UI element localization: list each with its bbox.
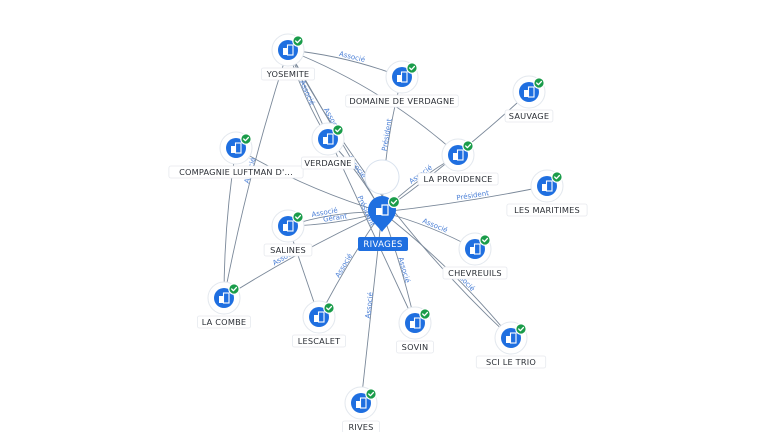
edge-yosemite-sovin [287,49,416,324]
node-label-box [263,243,313,257]
verified-check-icon [551,171,563,183]
building-icon [524,86,535,98]
verified-check-icon [365,388,377,400]
node-label-box [300,156,355,170]
center-label: RIVAGES [363,240,402,250]
building-icon [314,311,325,323]
node-label-box [396,340,434,354]
edge-label: Gérant [323,212,348,224]
node-label: DOMAINE DE VERDAGNE [349,96,454,106]
node-label-box [345,94,459,108]
node-label-box [291,334,346,348]
edge-rivages-sovin [381,211,416,324]
building-icon [219,292,230,304]
node-label: SALINES [270,245,306,255]
node-label: YOSEMITE [266,69,310,79]
node-lescalet[interactable]: LESCALET [291,300,346,348]
node-label: COMPAGNIE LUFTMAN D'... [179,167,293,177]
center-label-box[interactable] [358,237,408,251]
node-rives[interactable]: RIVES [342,386,380,432]
edge-label: Associé [396,256,411,284]
center-node[interactable]: RIVAGES [358,159,408,251]
edge-rivages-rives [360,211,383,404]
building-icon [376,204,389,216]
building-icon [283,220,294,232]
node-label: RIVES [348,422,373,432]
center-pin-shape[interactable] [364,159,400,195]
edge-label: Associé [298,79,316,106]
node-salines[interactable]: SALINES [263,209,313,257]
verified-check-icon [406,62,418,74]
node-label: LES MARITIMES [514,205,580,215]
node-label: LA PROVIDENCE [424,174,493,184]
building-icon [231,142,242,154]
node-yosemite[interactable]: YOSEMITE [260,33,315,81]
verified-check-icon [323,302,335,314]
node-compagnie-luftman[interactable]: COMPAGNIE LUFTMAN D'... [168,131,304,179]
node-label: SCI LE TRIO [486,357,536,367]
building-icon [506,332,517,344]
node-label: VERDAGNE [304,158,351,168]
building-icon [470,243,481,255]
node-verdagne[interactable]: VERDAGNE [300,122,355,170]
node-label: LA COMBE [202,317,247,327]
node-les-maritimes[interactable]: LES MARITIMES [506,169,588,217]
verified-check-icon [387,195,401,209]
node-label-box [342,420,380,432]
building-icon [323,133,334,145]
edge-label: Associé [421,217,449,234]
verified-check-icon [462,140,474,152]
edge-compagnie-luftman-la-combe [223,147,237,299]
node-label: CHEVREUILS [448,268,502,278]
verified-check-icon [515,323,527,335]
verified-check-icon [419,308,431,320]
edge-rivages-les-maritimes [381,185,548,213]
node-la-combe[interactable]: LA COMBE [196,281,251,329]
nodes-layer: YOSEMITE DOMAINE DE VERDAGNE SAUVAGE COMPAG… [168,33,588,432]
edge-label: Associé [334,252,354,279]
building-icon [453,149,464,161]
verified-check-icon [240,133,252,145]
node-label: LESCALET [298,336,341,346]
edge-label: Président [456,189,490,202]
building-icon [283,44,294,56]
verified-check-icon [533,77,545,89]
verified-check-icon [479,234,491,246]
node-label-box [442,266,508,280]
building-icon [397,71,408,83]
node-label-box [506,203,588,217]
node-label: SAUVAGE [509,111,549,121]
edge-label: Président [381,118,394,152]
node-label-box [475,355,547,369]
building-icon [356,397,367,409]
edge-rivages-compagnie-luftman [235,147,383,213]
node-sci-le-trio[interactable]: SCI LE TRIO [475,321,547,369]
verified-check-icon [228,283,240,295]
node-la-providence[interactable]: LA PROVIDENCE [417,138,499,186]
edge-label: Associé [364,292,375,319]
verified-check-icon [332,124,344,136]
node-sauvage[interactable]: SAUVAGE [504,75,554,123]
node-chevreuils[interactable]: CHEVREUILS [442,232,508,280]
verified-check-icon [292,35,304,47]
node-label-box [168,165,304,179]
node-label-box [260,67,315,81]
node-domaine-de-verdagne[interactable]: DOMAINE DE VERDAGNE [345,60,459,108]
node-label-box [196,315,251,329]
node-label: SOVIN [402,342,429,352]
building-icon [410,317,421,329]
building-icon [542,180,553,192]
verified-check-icon [292,211,304,223]
edge-label: Associé [338,50,366,64]
node-sovin[interactable]: SOVIN [396,306,434,354]
node-label-box [417,172,499,186]
node-label-box [504,109,554,123]
